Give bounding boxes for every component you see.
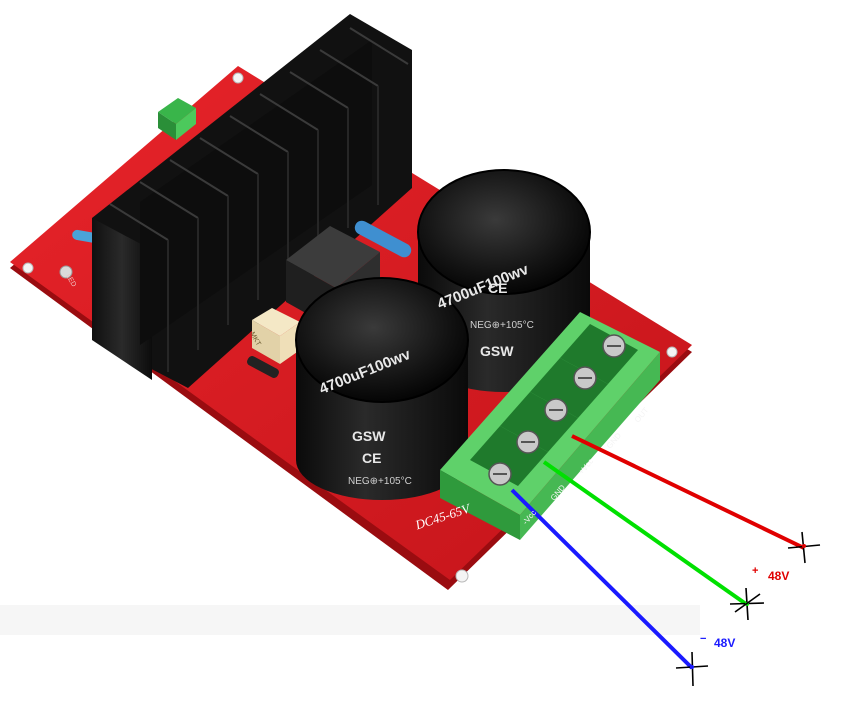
negative-sign: − [700, 633, 707, 645]
diode [247, 356, 279, 378]
negative-voltage-label: 48V [714, 636, 736, 650]
heatsink [92, 14, 412, 388]
capacitor-front-mark: CE [362, 450, 382, 466]
led [59, 265, 73, 279]
ground-rail-line [542, 460, 748, 606]
resistor-2 [354, 220, 412, 258]
crosshair-ground [729, 587, 765, 621]
capacitor-rear-mark: CE [488, 280, 508, 296]
annotation-lines [510, 434, 805, 670]
negative-rail-line [510, 488, 694, 670]
capacitor-rear-temp: NEG⊕+105°C [470, 320, 534, 331]
capacitor-front [295, 277, 469, 500]
mkt-capacitor [252, 308, 300, 364]
capacitor-front-logo: GSW [352, 428, 386, 444]
positive-rail-line [571, 434, 805, 550]
positive-sign: + [752, 565, 759, 577]
crosshairs [675, 531, 821, 687]
capacitor-front-temp: NEG⊕+105°C [348, 476, 412, 487]
capacitor-rear-logo: GSW [480, 343, 514, 359]
crosshair-negative [675, 651, 709, 687]
green-input-connector [158, 98, 196, 140]
positive-voltage-label: 48V [768, 569, 790, 583]
crosshair-positive [787, 531, 821, 564]
